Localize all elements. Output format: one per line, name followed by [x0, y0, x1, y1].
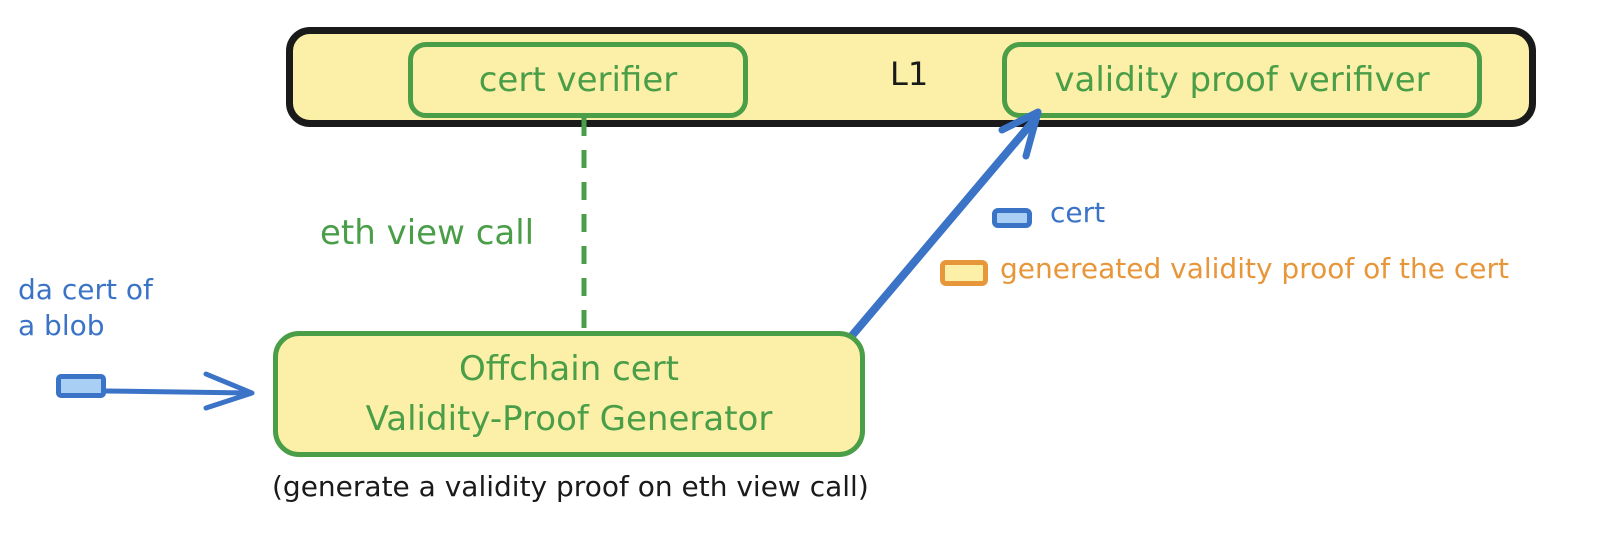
generator-line2: Validity-Proof Generator: [365, 399, 773, 439]
generator-line1: Offchain cert: [459, 349, 679, 389]
da-cert-line1: da cert of: [18, 273, 153, 306]
eth-view-call-label: eth view call: [320, 213, 535, 253]
da-cert-label: da cert of a blob: [18, 272, 153, 344]
legend-proof-swatch: [940, 260, 988, 286]
proof-submission-arrow: [846, 114, 1040, 342]
cert-verifier-box: cert verifier: [408, 42, 748, 118]
generator-caption: (generate a validity proof on eth view c…: [272, 470, 869, 503]
cert-verifier-label: cert verifier: [478, 60, 678, 100]
blob-input-arrowhead: [203, 371, 255, 411]
legend-proof-label: genereated validity proof of the cert: [1000, 252, 1509, 285]
da-cert-line2: a blob: [18, 309, 105, 342]
validity-proof-verifier-label: validity proof verifiver: [1054, 60, 1430, 100]
offchain-generator-box: Offchain cert Validity-Proof Generator: [273, 331, 865, 457]
l1-label: L1: [890, 55, 929, 93]
validity-proof-verifier-box: validity proof verifiver: [1002, 42, 1482, 118]
proof-submission-arrowhead: [998, 108, 1042, 160]
legend-cert-swatch: [992, 208, 1032, 228]
legend-cert-label: cert: [1050, 196, 1106, 229]
da-cert-token: [56, 374, 106, 398]
blob-input-arrow: [103, 388, 253, 396]
